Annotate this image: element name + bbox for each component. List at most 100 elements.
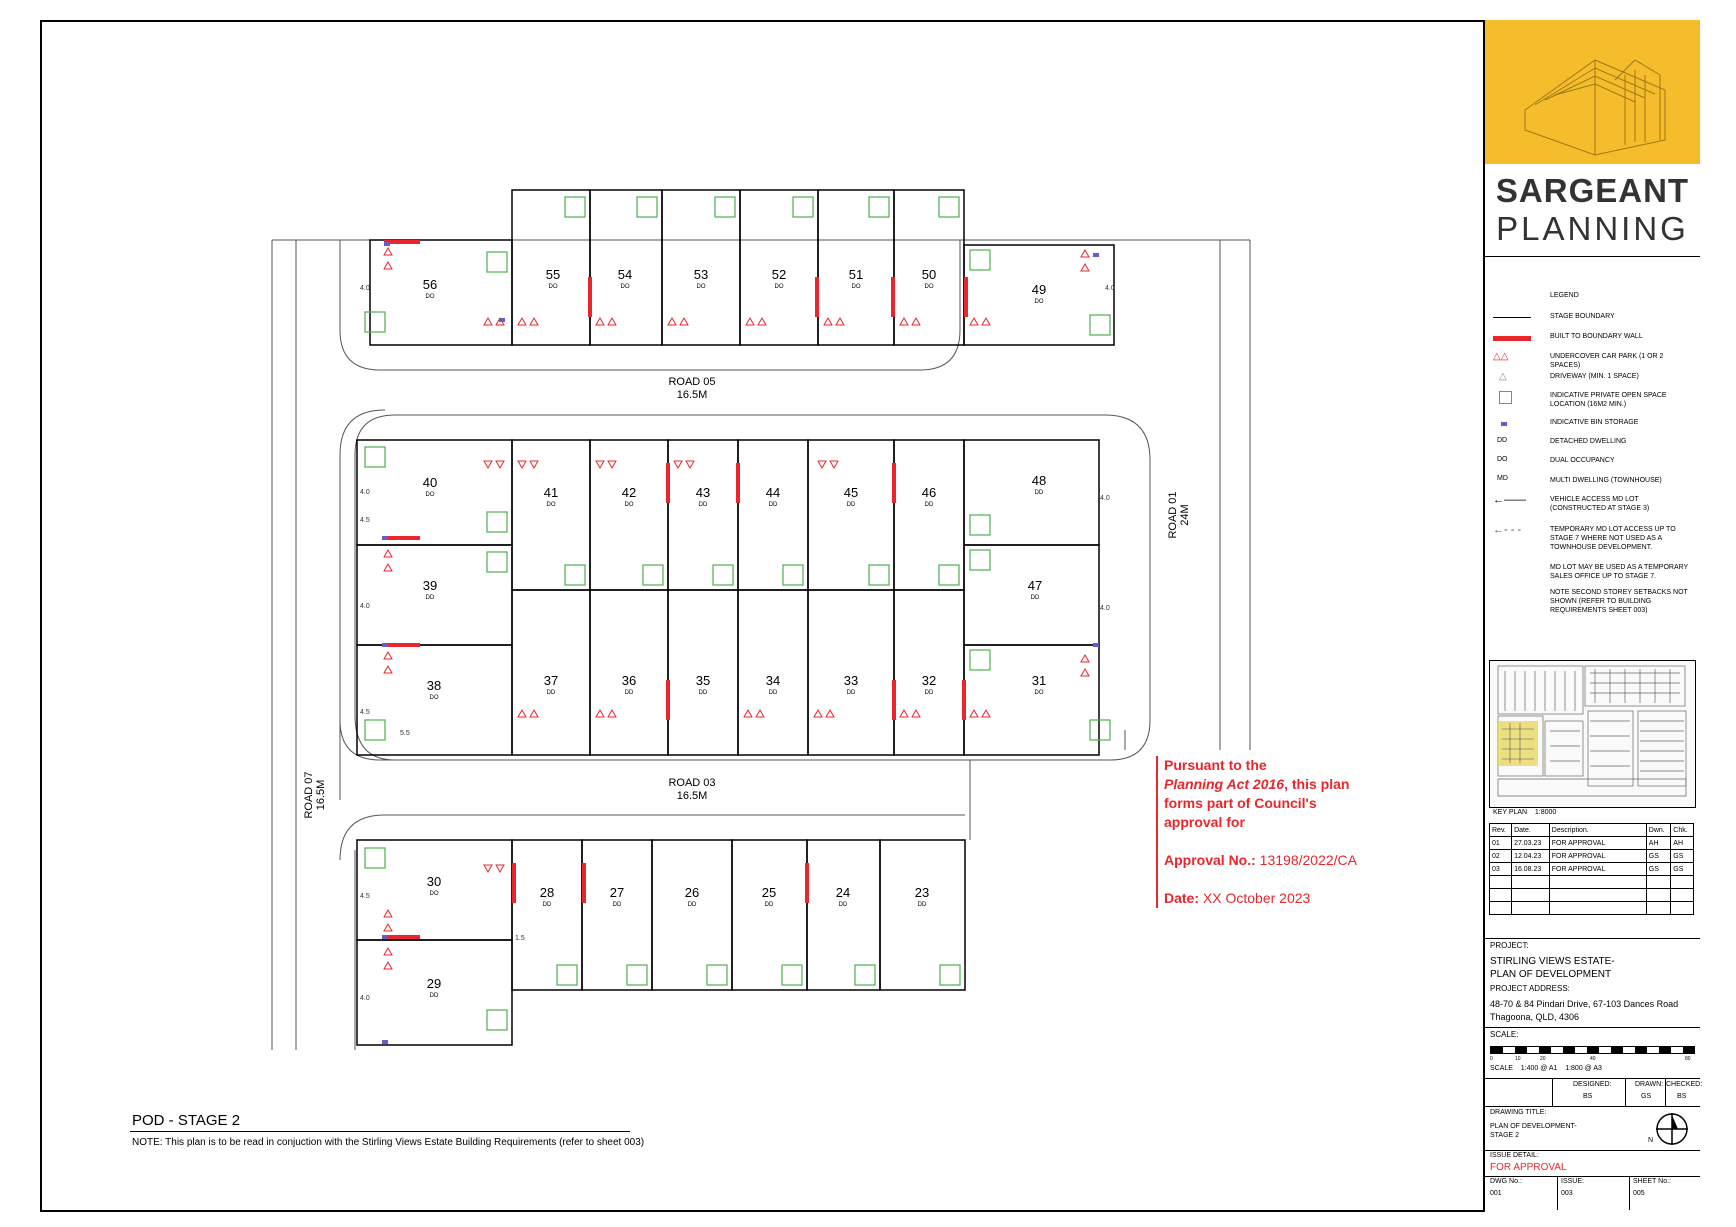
lot-number: 24 bbox=[836, 885, 850, 900]
setback-label: 4.5 bbox=[360, 893, 370, 900]
road01-width: 24M bbox=[1179, 504, 1191, 525]
legend-detached-dwelling: DETACHED DWELLING bbox=[1550, 438, 1627, 445]
dwn-cell: GS bbox=[1645, 862, 1672, 876]
setback-label: 1.5 bbox=[515, 935, 525, 942]
chk-cell: GS bbox=[1670, 849, 1694, 863]
scale-tick: 40 bbox=[1590, 1056, 1596, 1062]
lot-type: DO bbox=[925, 284, 934, 290]
approval-date: XX October 2023 bbox=[1202, 890, 1311, 906]
date-cell: 27.03.23 bbox=[1511, 836, 1550, 850]
table-row: 02 12.04.23 FOR APPROVAL GS GS bbox=[1488, 849, 1694, 863]
project-name-line1: STIRLING VIEWS ESTATE- bbox=[1490, 956, 1615, 967]
lot-type: DD bbox=[625, 690, 634, 696]
divider bbox=[1665, 1078, 1666, 1106]
lot-type: DD bbox=[847, 502, 856, 508]
lot-type: DO bbox=[549, 284, 558, 290]
divider bbox=[1485, 1150, 1700, 1151]
pod-title: POD - STAGE 2 bbox=[132, 1112, 241, 1129]
lot-number: 28 bbox=[540, 885, 554, 900]
lot-number: 35 bbox=[696, 673, 710, 688]
legend-temporary-access: TEMPORARY MD LOT ACCESS UP TO STAGE 7 WH… bbox=[1550, 526, 1676, 551]
lot-number: 40 bbox=[423, 475, 437, 490]
road05-name: ROAD 05 bbox=[668, 376, 715, 388]
legend-driveway: DRIVEWAY (MIN. 1 SPACE) bbox=[1550, 373, 1639, 380]
lot-number: 37 bbox=[544, 673, 558, 688]
brand-tagline: PLANNING bbox=[1496, 210, 1689, 247]
lot-number: 33 bbox=[844, 673, 858, 688]
divider bbox=[1629, 1176, 1630, 1210]
scale-tick: 0 bbox=[1490, 1056, 1493, 1062]
do-code: DO bbox=[1497, 456, 1508, 463]
legend-vehicle-access: VEHICLE ACCESS MD LOT (CONSTRUCTED AT ST… bbox=[1550, 496, 1650, 512]
setback-label: 4.0 bbox=[360, 489, 370, 496]
rev-header: Rev. bbox=[1488, 823, 1513, 837]
building-logo-icon bbox=[1524, 59, 1666, 156]
approval-line3: forms part of Council's bbox=[1164, 795, 1317, 811]
lot-number: 30 bbox=[427, 874, 441, 889]
lot-number: 32 bbox=[922, 673, 936, 688]
drawing-title-label: DRAWING TITLE: bbox=[1490, 1109, 1547, 1116]
setback-labels: 4.0 4.0 4.0 4.5 4.0 4.5 4.0 4.0 4.5 4.0 … bbox=[360, 285, 1115, 1002]
lot-type: DO bbox=[1035, 299, 1044, 305]
lot-type: DO bbox=[1035, 690, 1044, 696]
legend-built-to-boundary: BUILT TO BOUNDARY WALL bbox=[1550, 333, 1643, 340]
lot-type: DD bbox=[1031, 595, 1040, 601]
scale-label: SCALE: bbox=[1490, 1030, 1519, 1039]
legend-md-sales-note: MD LOT MAY BE USED AS A TEMPORARY SALES … bbox=[1550, 564, 1689, 580]
divider bbox=[1557, 1176, 1558, 1210]
scale-tick: 20 bbox=[1540, 1056, 1546, 1062]
setback-label: 4.0 bbox=[360, 603, 370, 610]
road03-name: ROAD 03 bbox=[668, 777, 715, 789]
lot-type: DD bbox=[547, 690, 556, 696]
pod-note: NOTE: This plan is to be read in conjuct… bbox=[132, 1137, 645, 1148]
legend-bin-storage: INDICATIVE BIN STORAGE bbox=[1550, 419, 1639, 426]
divider bbox=[1485, 1027, 1700, 1028]
lot-number: 46 bbox=[922, 485, 936, 500]
legend-title: LEGEND bbox=[1550, 292, 1579, 299]
road07-name: ROAD 07 bbox=[303, 771, 315, 818]
lot-type: DO bbox=[621, 284, 630, 290]
lot-number: 51 bbox=[849, 267, 863, 282]
approval-date-label: Date: bbox=[1164, 890, 1203, 906]
setback-label: 5.5 bbox=[400, 730, 410, 737]
setback-label: 4.5 bbox=[360, 709, 370, 716]
project-name-line2: PLAN OF DEVELOPMENT bbox=[1490, 969, 1612, 980]
lot-outlines bbox=[356, 189, 1115, 1046]
date-cell: 12.04.23 bbox=[1511, 849, 1550, 863]
drawn-value: GS bbox=[1641, 1093, 1652, 1100]
lot-type: DO bbox=[426, 294, 435, 300]
checked-label: CHECKED: bbox=[1666, 1081, 1703, 1088]
lot-number: 47 bbox=[1028, 578, 1042, 593]
table-row bbox=[1488, 901, 1694, 915]
project-label: PROJECT: bbox=[1490, 941, 1529, 950]
description-header: Description. bbox=[1548, 823, 1647, 837]
lot-type: DD bbox=[426, 595, 435, 601]
key-plan-map bbox=[1489, 660, 1696, 808]
lot-type: DO bbox=[775, 284, 784, 290]
lot-number: 36 bbox=[622, 673, 636, 688]
pod-divider bbox=[130, 1131, 630, 1132]
dwn-header: Dwn. bbox=[1645, 823, 1672, 837]
legend-second-storey-note: NOTE SECOND STOREY SETBACKS NOT SHOWN (R… bbox=[1550, 589, 1688, 614]
rev-cell: 03 bbox=[1488, 862, 1513, 876]
drawing-title-line1: PLAN OF DEVELOPMENT- bbox=[1490, 1123, 1577, 1130]
setback-label: 4.0 bbox=[1100, 495, 1110, 502]
date-header: Date. bbox=[1511, 823, 1550, 837]
lot-type: DD bbox=[925, 690, 934, 696]
lot-number: 29 bbox=[427, 976, 441, 991]
table-row: Rev. Date. Description. Dwn. Chk. bbox=[1488, 823, 1694, 837]
lot-number: 41 bbox=[544, 485, 558, 500]
description-cell: FOR APPROVAL bbox=[1548, 849, 1647, 863]
dwg-value: 001 bbox=[1490, 1190, 1502, 1197]
project-address-line1: 48-70 & 84 Pindari Drive, 67-103 Dances … bbox=[1490, 999, 1679, 1009]
lot-number: 45 bbox=[844, 485, 858, 500]
lot-type: DD bbox=[769, 502, 778, 508]
dashed-arrow-left-icon: ←- - - bbox=[1493, 524, 1522, 536]
boundary-wall-symbol bbox=[1493, 332, 1533, 344]
arrow-left-icon: ←—— bbox=[1493, 494, 1526, 506]
key-plan-drawing bbox=[1497, 665, 1687, 797]
lot-number: 25 bbox=[762, 885, 776, 900]
chk-header: Chk. bbox=[1670, 823, 1694, 837]
description-cell: FOR APPROVAL bbox=[1548, 862, 1647, 876]
scale-tick: 10 bbox=[1515, 1056, 1521, 1062]
